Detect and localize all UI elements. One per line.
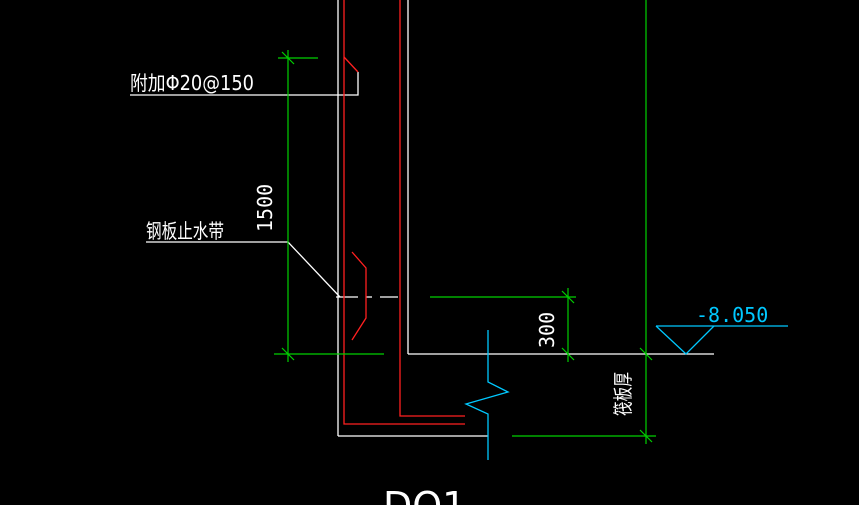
rebar-label: 附加Φ20@150 (130, 71, 254, 95)
tick (281, 51, 295, 65)
section-mark-label: DQ1 (383, 484, 466, 505)
dim-300-label: 300 (535, 312, 559, 348)
tick (561, 347, 575, 361)
tick (639, 347, 653, 361)
tick (639, 429, 653, 443)
inner-rebar (399, 0, 465, 417)
steel-waterstop (351, 251, 367, 341)
wall-outlines (130, 0, 714, 437)
dimension-lines (274, 0, 656, 444)
rebar-leader (130, 72, 359, 96)
dim-1500-label: 1500 (253, 184, 277, 232)
tick (281, 347, 295, 361)
added-rebar-hook (343, 56, 359, 73)
waterstop-label: 钢板止水带 (146, 219, 224, 243)
elevation-symbol (655, 325, 788, 355)
break-line (464, 330, 510, 460)
slab-thickness-label: 筏板厚 (611, 372, 635, 416)
tick (561, 290, 575, 304)
elevation-label: -8.050 (696, 303, 768, 327)
outer-rebar (343, 0, 465, 425)
waterstop-leader (146, 241, 341, 298)
rebar-lines (343, 0, 465, 425)
